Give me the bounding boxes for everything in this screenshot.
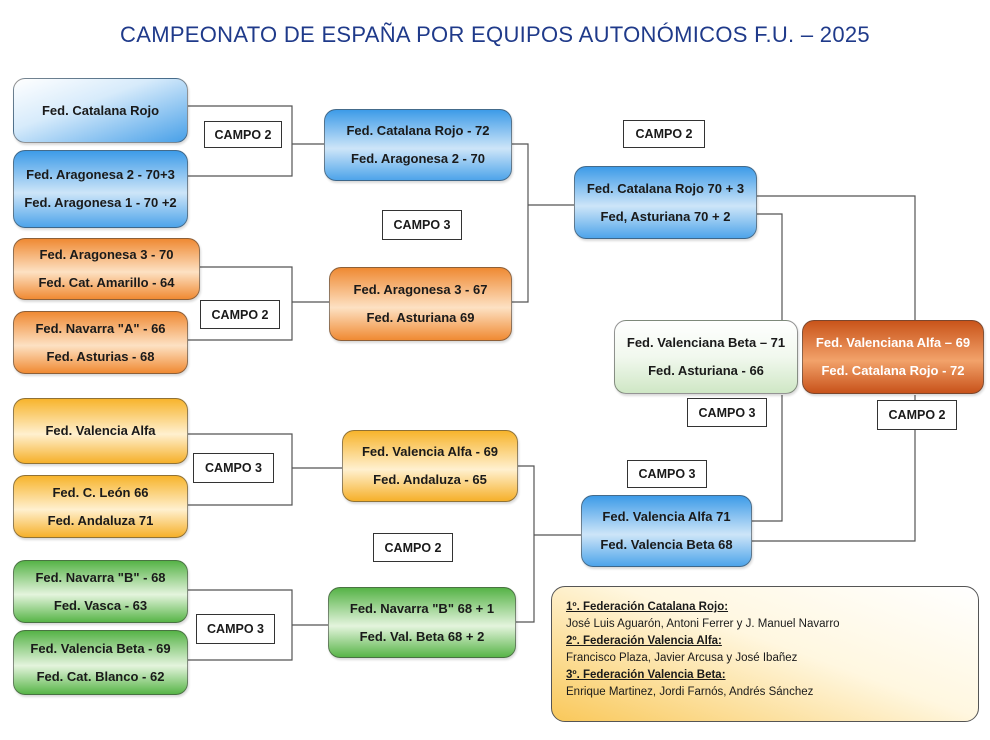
campo-label: CAMPO 2 (200, 300, 280, 329)
team-entry: Fed. Valenciana Alfa – 69 (815, 335, 971, 350)
team-entry: Fed. Andaluza - 65 (373, 472, 487, 487)
team-entry: Fed. Valencia Beta - 69 (30, 640, 171, 656)
campo-label: CAMPO 2 (623, 120, 705, 148)
match-box-r1-2: Fed. Aragonesa 2 - 70+3 Fed. Aragonesa 1… (13, 150, 188, 228)
third-place-match-box: Fed. Valenciana Beta – 71 Fed. Asturiana… (614, 320, 798, 394)
campo-label: CAMPO 3 (627, 460, 707, 488)
match-box-r1-3: Fed. Aragonesa 3 - 70 Fed. Cat. Amarillo… (13, 238, 200, 300)
third-place-heading: 3º. Federación Valencia Beta: (566, 669, 726, 681)
team-entry: Fed. Aragonesa 2 - 70+3 (26, 167, 175, 182)
team-entry: Fed, Asturiana 70 + 2 (600, 208, 731, 224)
second-place-players: Francisco Plaza, Javier Arcusa y José Ib… (566, 652, 798, 664)
match-box-r2-1: Fed. Catalana Rojo - 72 Fed. Aragonesa 2… (324, 109, 512, 181)
match-box-r1-6: Fed. C. León 66 Fed. Andaluza 71 (13, 475, 188, 538)
team-entry: Fed. Andaluza 71 (47, 512, 154, 528)
podium-legend: 1º. Federación Catalana Rojo: José Luis … (551, 586, 979, 722)
first-place-players: José Luis Aguarón, Antoni Ferrer y J. Ma… (566, 618, 840, 630)
team-entry: Fed. Aragonesa 3 - 70 (39, 247, 174, 262)
team-entry: Fed. Cat. Blanco - 62 (36, 668, 165, 684)
page-title: CAMPEONATO DE ESPAÑA POR EQUIPOS AUTONÓM… (120, 22, 870, 47)
match-box-r2-4: Fed. Navarra "B" 68 + 1 Fed. Val. Beta 6… (328, 587, 516, 658)
team-entry: Fed. C. León 66 (52, 484, 149, 500)
match-box-r1-1: Fed. Catalana Rojo (13, 78, 188, 143)
team-entry: Fed. Vasca - 63 (53, 597, 148, 613)
team-entry: Fed. Asturiana - 66 (648, 363, 764, 378)
campo-label: CAMPO 3 (687, 398, 767, 427)
team-entry: Fed. Valencia Alfa (45, 423, 156, 438)
campo-label: CAMPO 3 (382, 210, 462, 240)
team-entry: Fed. Navarra "B" 68 + 1 (349, 600, 495, 616)
team-entry: Fed. Asturiana 69 (366, 310, 475, 325)
match-box-r1-7: Fed. Navarra "B" - 68 Fed. Vasca - 63 (13, 560, 188, 623)
team-entry: Fed. Aragonesa 3 - 67 (353, 282, 488, 297)
match-box-semi-2: Fed. Valencia Alfa 71 Fed. Valencia Beta… (581, 495, 752, 567)
team-entry: Fed. Valencia Beta 68 (600, 537, 733, 552)
team-entry: Fed. Navarra "B" - 68 (35, 569, 166, 585)
final-match-box: Fed. Valenciana Alfa – 69 Fed. Catalana … (802, 320, 984, 394)
match-box-r1-8: Fed. Valencia Beta - 69 Fed. Cat. Blanco… (13, 630, 188, 695)
first-place-heading: 1º. Federación Catalana Rojo: (566, 601, 729, 613)
team-entry: Fed. Catalana Rojo - 72 (821, 363, 965, 378)
match-box-r1-5: Fed. Valencia Alfa (13, 398, 188, 464)
campo-label: CAMPO 3 (196, 614, 275, 644)
team-entry: Fed. Aragonesa 1 - 70 +2 (24, 195, 177, 210)
third-place-players: Enrique Martinez, Jordi Farnós, Andrés S… (566, 686, 814, 698)
team-entry: Fed. Cat. Amarillo - 64 (38, 275, 175, 290)
campo-label: CAMPO 2 (204, 121, 282, 148)
campo-label: CAMPO 2 (877, 400, 957, 430)
team-entry: Fed. Catalana Rojo - 72 (346, 123, 490, 138)
match-box-r2-3: Fed. Valencia Alfa - 69 Fed. Andaluza - … (342, 430, 518, 502)
team-entry: Fed. Val. Beta 68 + 2 (359, 628, 485, 644)
team-entry: Fed. Valencia Alfa - 69 (361, 444, 499, 459)
campo-label: CAMPO 3 (193, 453, 274, 483)
match-box-r1-4: Fed. Navarra "A" - 66 Fed. Asturias - 68 (13, 311, 188, 374)
team-entry: Fed. Catalana Rojo (41, 102, 160, 118)
match-box-semi-1: Fed. Catalana Rojo 70 + 3 Fed, Asturiana… (574, 166, 757, 239)
team-entry: Fed. Aragonesa 2 - 70 (351, 151, 485, 166)
second-place-heading: 2º. Federación Valencia Alfa: (566, 635, 722, 647)
team-entry: Fed. Valencia Alfa 71 (602, 509, 731, 524)
team-entry: Fed. Asturias - 68 (46, 348, 155, 364)
team-entry: Fed. Catalana Rojo 70 + 3 (586, 180, 745, 196)
team-entry: Fed. Valenciana Beta – 71 (626, 335, 786, 350)
match-box-r2-2: Fed. Aragonesa 3 - 67 Fed. Asturiana 69 (329, 267, 512, 341)
campo-label: CAMPO 2 (373, 533, 453, 562)
team-entry: Fed. Navarra "A" - 66 (35, 320, 166, 336)
